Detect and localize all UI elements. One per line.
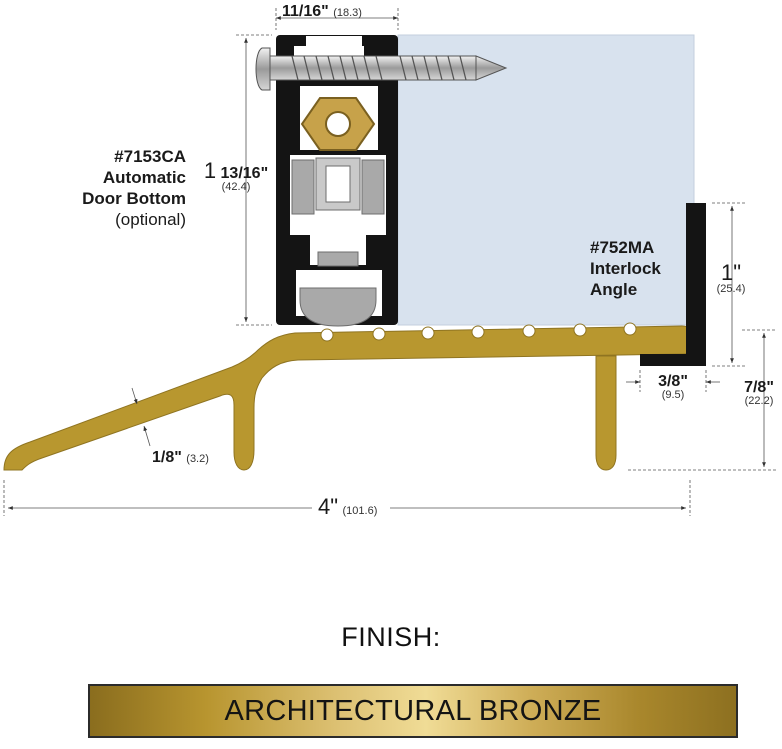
dim-overall-width-imperial: 4": [318, 494, 339, 519]
dim-angle-leg-metric: (9.5): [661, 389, 685, 401]
dim-saddle-height: 7/8" (22.2): [736, 380, 782, 407]
finish-heading: FINISH:: [341, 622, 441, 652]
interlock-line3: Angle: [590, 280, 638, 299]
dimension-lines: [3, 8, 776, 516]
dim-angle-height: 1" (25.4): [708, 262, 754, 295]
dim-saddle-height-imperial: 7/8": [744, 379, 774, 396]
dim-top-width-imperial: 11/16": [282, 3, 329, 20]
dim-height-whole: 1: [203, 158, 217, 183]
finish-swatch: ARCHITECTURAL BRONZE: [88, 684, 738, 738]
threshold-grooves: [320, 322, 637, 342]
dim-thickness-imperial: 1/8": [152, 449, 182, 466]
finish-name: ARCHITECTURAL BRONZE: [224, 694, 602, 727]
dim-angle-leg-imperial: 3/8": [658, 373, 688, 390]
door-panel: [397, 34, 695, 326]
interlock-angle: [640, 203, 706, 366]
hex-nut: [300, 97, 376, 151]
door-bottom-line2: Automatic: [102, 168, 186, 187]
neoprene-seal: [299, 287, 377, 327]
dim-thickness-metric: (3.2): [186, 453, 209, 465]
screw: [255, 47, 508, 91]
interlock-angle-callout: #752MA Interlock Angle: [590, 237, 700, 300]
dim-height-frac: 13/16": [220, 165, 269, 182]
dim-angle-height-imperial: 1": [720, 260, 742, 285]
door-bottom-line3: Door Bottom: [82, 189, 186, 208]
bronze-threshold: [3, 325, 693, 471]
interlock-model: #752MA: [590, 238, 655, 257]
dim-top-width-metric: (18.3): [333, 7, 362, 19]
dim-thickness: 1/8" (3.2): [152, 450, 209, 466]
door-bottom-callout: #7153CA Automatic Door Bottom (optional): [20, 146, 186, 230]
door-bottom-note: (optional): [115, 210, 186, 229]
threshold-cross-section-diagram: [3, 8, 776, 516]
interlock-line2: Interlock: [590, 259, 661, 278]
door-bottom-model: #7153CA: [114, 147, 186, 166]
dim-saddle-height-metric: (22.2): [744, 395, 774, 407]
seal-mechanism: [291, 157, 385, 267]
dim-top-width: 11/16" (18.3): [282, 4, 362, 20]
dim-angle-leg: 3/8" (9.5): [650, 374, 696, 401]
dim-angle-height-metric: (25.4): [716, 283, 746, 295]
dim-overall-width: 4" (101.6): [318, 496, 377, 518]
dim-height: 1 13/16" (42.4): [200, 160, 272, 193]
dim-height-metric: (42.4): [221, 181, 251, 193]
dim-overall-width-metric: (101.6): [342, 505, 378, 517]
